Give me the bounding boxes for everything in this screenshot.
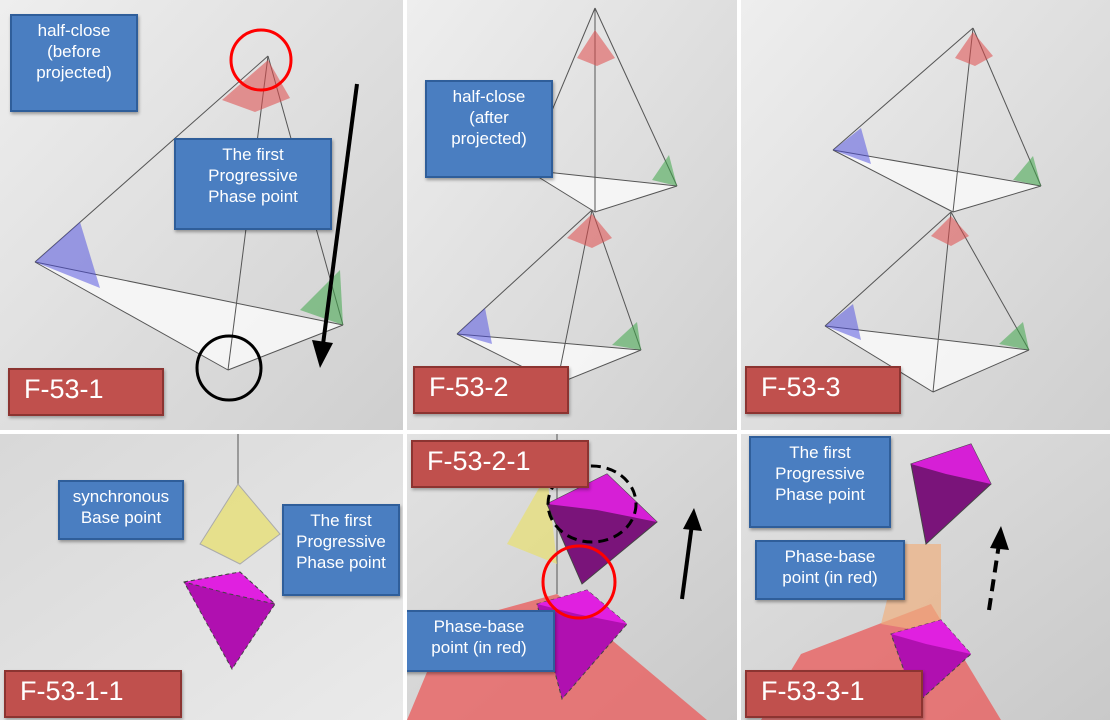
- callout-phase-base: Phase-base point (in red): [755, 540, 905, 600]
- callout-half-close-after: half-close (after projected): [425, 80, 553, 178]
- callout-phase-base: Phase-base point (in red): [407, 610, 555, 672]
- callout-half-close-before: half-close (before projected): [10, 14, 138, 112]
- callout-first-progressive: The first Progressive Phase point: [282, 504, 400, 596]
- panel-f53-3: F-53-3: [741, 0, 1110, 430]
- label-f53-3: F-53-3: [745, 366, 901, 414]
- panel-f53-3-1: The first Progressive Phase point Phase-…: [741, 434, 1110, 720]
- panel-f53-2-1: F-53-2-1 Phase-base point (in red): [407, 434, 737, 720]
- panel-f53-1: half-close (before projected) The first …: [0, 0, 403, 430]
- panel-f53-2: half-close (after projected) F-53-2: [407, 0, 737, 430]
- label-f53-1-1: F-53-1-1: [4, 670, 182, 718]
- label-f53-2: F-53-2: [413, 366, 569, 414]
- label-f53-3-1: F-53-3-1: [745, 670, 923, 718]
- panel-f53-1-1: synchronous Base point The first Progres…: [0, 434, 403, 720]
- callout-first-progressive: The first Progressive Phase point: [174, 138, 332, 230]
- callout-first-progressive: The first Progressive Phase point: [749, 436, 891, 528]
- callout-synchronous-base: synchronous Base point: [58, 480, 184, 540]
- label-f53-2-1: F-53-2-1: [411, 440, 589, 488]
- label-f53-1: F-53-1: [8, 368, 164, 416]
